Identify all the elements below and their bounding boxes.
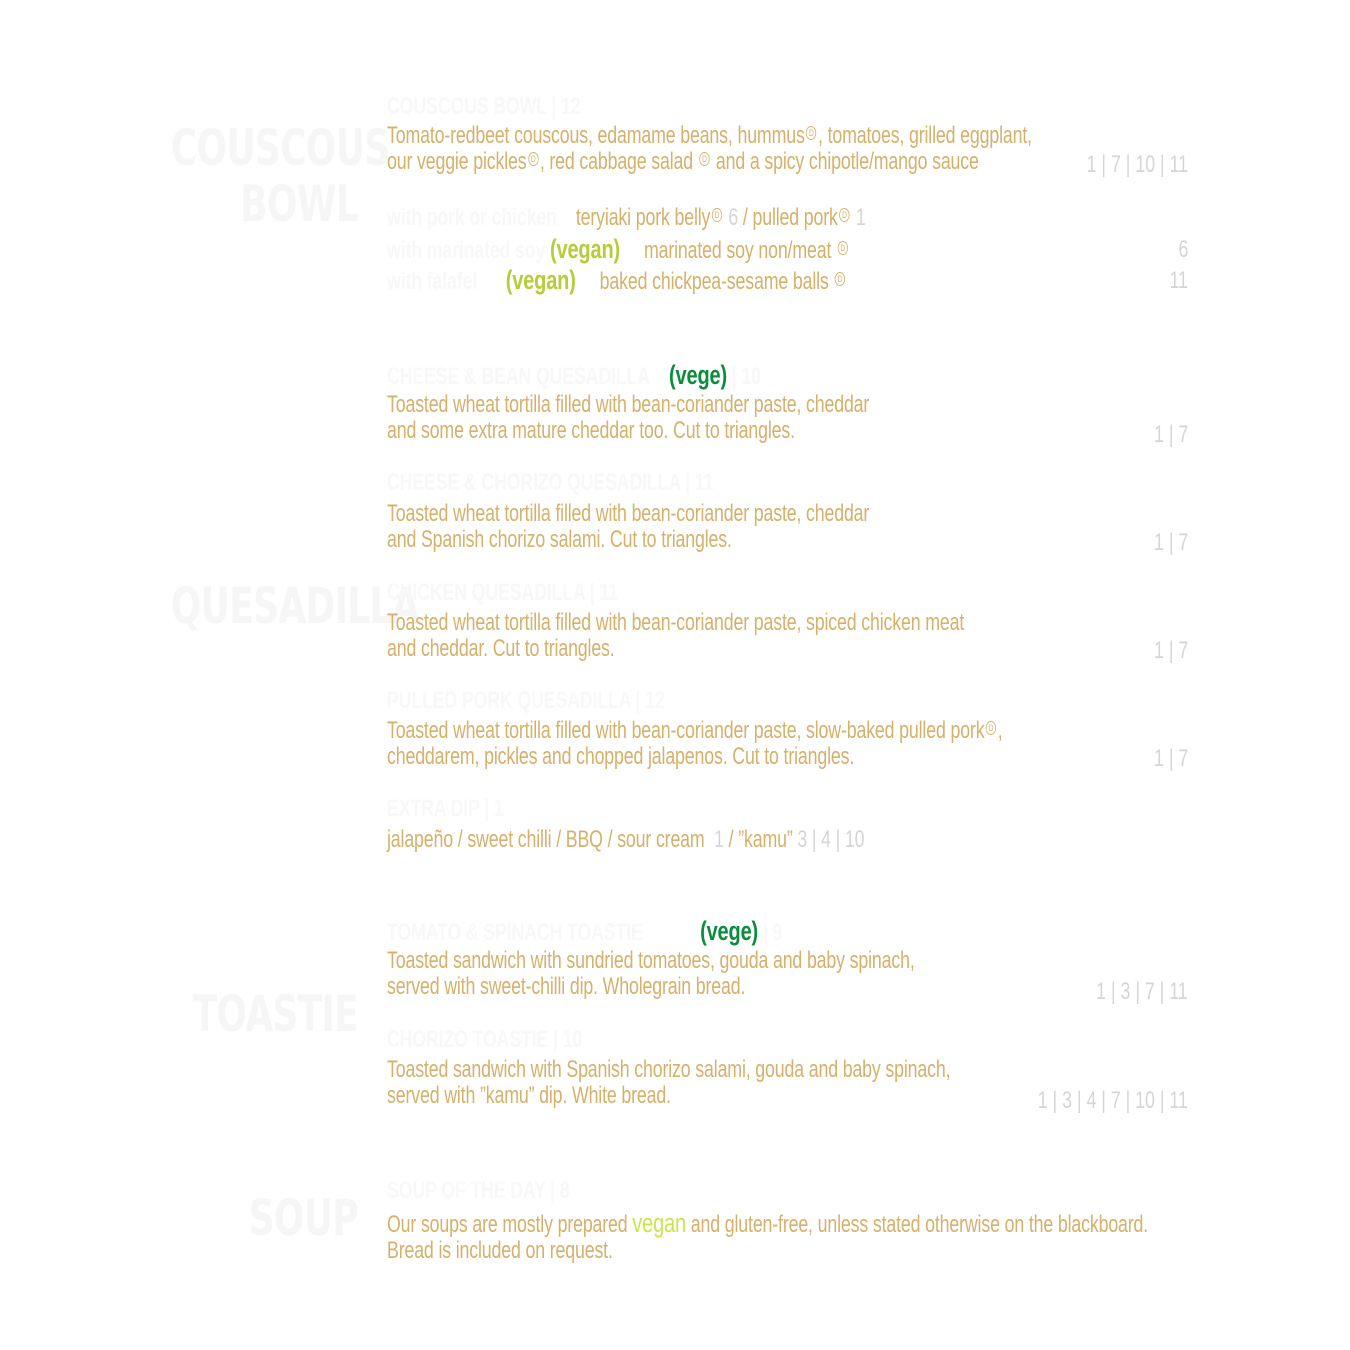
toastie-1-allergens: 1 | 3 | 7 | 11 — [1096, 978, 1188, 1005]
couscous-option-falafel: with falafel (vegan) baked chickpea-sesa… — [387, 267, 847, 295]
toastie-1-title: TOMATO & SPINACH TOASTIE (vege) | 9 — [387, 916, 783, 946]
d-mark-icon: D — [839, 208, 850, 222]
category-toastie: TOASTIE — [192, 985, 359, 1043]
category-soup: SOUP — [248, 1189, 359, 1247]
quesadilla-3-desc-2: and cheddar. Cut to triangles. — [387, 635, 615, 662]
category-quesadilla: QUESADILLA — [170, 577, 420, 635]
vege-badge: (vege) — [700, 916, 759, 946]
quesadilla-3-desc-1: Toasted wheat tortilla filled with bean-… — [387, 609, 965, 636]
extra-dip-options: jalapeño / sweet chilli / BBQ / sour cre… — [387, 826, 865, 853]
d-mark-icon: D — [837, 241, 848, 255]
extra-dip-title: EXTRA DIP | 1 — [387, 795, 504, 822]
quesadilla-2-allergens: 1 | 7 — [1153, 529, 1188, 556]
quesadilla-2-desc-1: Toasted wheat tortilla filled with bean-… — [387, 500, 870, 527]
d-mark-icon: D — [699, 152, 710, 166]
toastie-1-desc-2: served with sweet-chilli dip. Wholegrain… — [387, 973, 746, 1000]
d-mark-icon: D — [985, 721, 997, 735]
category-couscous-bowl: COUSCOUS BOWL — [170, 119, 390, 233]
d-mark-icon: D — [834, 272, 846, 286]
d-mark-icon: D — [711, 208, 723, 222]
quesadilla-1-desc-1: Toasted wheat tortilla filled with bean-… — [387, 391, 870, 418]
quesadilla-3-title: CHICKEN QUESADILLA | 11 — [387, 579, 618, 606]
soup-title: SOUP OF THE DAY | 8 — [387, 1177, 570, 1204]
soy-allergens: 6 — [1178, 236, 1188, 263]
quesadilla-1-desc-2: and some extra mature cheddar too. Cut t… — [387, 417, 795, 444]
toastie-1-desc-1: Toasted sandwich with sundried tomatoes,… — [387, 947, 915, 974]
quesadilla-4-desc-2: cheddarem, pickles and chopped jalapenos… — [387, 743, 855, 770]
couscous-option-soy: with marinated soy (vegan) marinated soy… — [387, 236, 849, 264]
quesadilla-4-desc-1: Toasted wheat tortilla filled with bean-… — [387, 717, 1003, 744]
vegan-word: vegan — [632, 1208, 687, 1238]
couscous-option-pork: with pork or chicken teryiaki pork belly… — [387, 204, 866, 231]
quesadilla-4-title: PULLED PORK QUESADILLA | 12 — [387, 687, 665, 714]
quesadilla-1-title: CHEESE & BEAN QUESADILLA (vege) | 10 — [387, 360, 761, 390]
falafel-allergens: 11 — [1169, 267, 1188, 294]
quesadilla-4-allergens: 1 | 7 — [1153, 745, 1188, 772]
vege-badge: (vege) — [669, 360, 727, 390]
vegan-badge: (vegan) — [505, 265, 576, 295]
soup-desc-1: Our soups are mostly prepared vegan and … — [387, 1208, 1149, 1238]
toastie-2-title: CHORIZO TOASTIE | 10 — [387, 1026, 583, 1053]
couscous-title: COUSCOUS BOWL | 12 — [387, 93, 581, 120]
d-mark-icon: D — [806, 126, 817, 140]
quesadilla-3-allergens: 1 | 7 — [1153, 637, 1188, 664]
couscous-desc-line-1: Tomato-redbeet couscous, edamame beans, … — [387, 122, 1032, 149]
quesadilla-2-title: CHEESE & CHORIZO QUESADILLA | 11 — [387, 469, 714, 496]
vegan-badge: (vegan) — [549, 234, 621, 264]
quesadilla-1-allergens: 1 | 7 — [1153, 421, 1188, 448]
toastie-2-allergens: 1 | 3 | 4 | 7 | 10 | 11 — [1037, 1087, 1188, 1114]
toastie-2-desc-1: Toasted sandwich with Spanish chorizo sa… — [387, 1056, 951, 1083]
d-mark-icon: D — [527, 152, 539, 166]
quesadilla-2-desc-2: and Spanish chorizo salami. Cut to trian… — [387, 526, 732, 553]
couscous-allergens: 1 | 7 | 10 | 11 — [1086, 151, 1188, 178]
toastie-2-desc-2: served with ”kamu” dip. White bread. — [387, 1082, 671, 1109]
soup-desc-2: Bread is included on request. — [387, 1237, 613, 1264]
